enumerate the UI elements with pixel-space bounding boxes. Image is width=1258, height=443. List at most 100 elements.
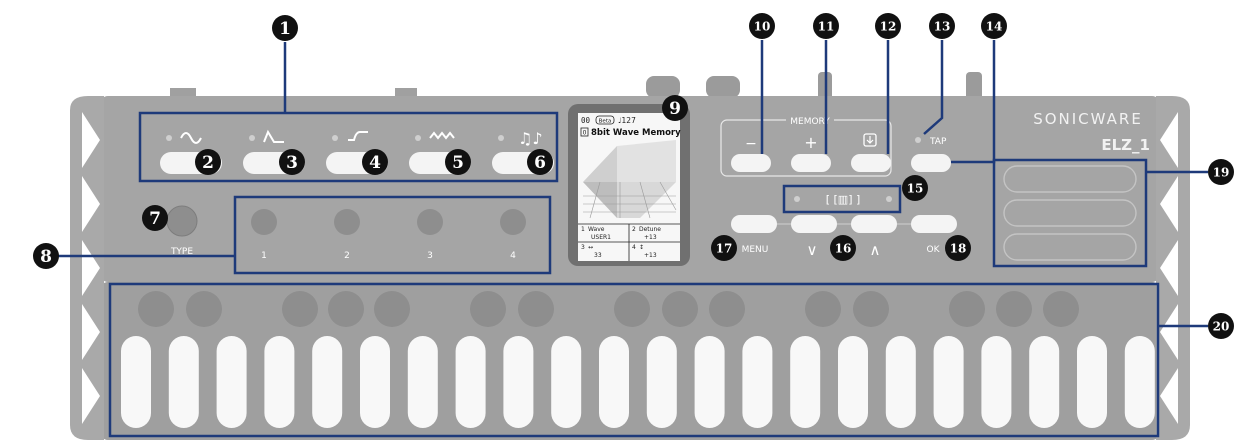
white-key-15[interactable] bbox=[790, 336, 821, 428]
round-key-1[interactable] bbox=[138, 291, 174, 327]
param-name-1: Wave bbox=[588, 226, 605, 233]
screen-title: 8bit Wave Memory bbox=[591, 128, 681, 138]
white-key-9[interactable] bbox=[503, 336, 534, 428]
callout-label: 14 bbox=[986, 20, 1003, 34]
callout-label: 20 bbox=[1213, 320, 1230, 334]
callout-7: 7 bbox=[142, 205, 168, 231]
white-key-2[interactable] bbox=[168, 336, 199, 428]
memory-minus-button[interactable] bbox=[731, 154, 771, 172]
minus-icon: − bbox=[745, 136, 757, 152]
callout-6: 6 bbox=[527, 149, 553, 175]
callout-label: 10 bbox=[754, 20, 771, 34]
callout-label: 18 bbox=[950, 242, 967, 256]
brand-logo: SONICWARE bbox=[1033, 110, 1143, 128]
white-key-12[interactable] bbox=[646, 336, 677, 428]
round-key-10[interactable] bbox=[709, 291, 745, 327]
param-knob-2[interactable] bbox=[334, 209, 360, 235]
white-key-6[interactable] bbox=[360, 336, 390, 428]
white-key-17[interactable] bbox=[885, 336, 916, 428]
down-button[interactable] bbox=[791, 215, 837, 233]
title-num-box bbox=[580, 127, 589, 137]
tap-button[interactable] bbox=[911, 154, 951, 172]
jack-bump bbox=[170, 88, 196, 98]
up-chevron-icon: ∧ bbox=[870, 241, 881, 259]
highlight-box bbox=[233, 195, 552, 275]
callout-14: 14 bbox=[981, 13, 1007, 39]
param-grid: 1 Wave USER1 2 Detune +13 3 ↔ 33 4 ↕ +13 bbox=[578, 223, 680, 261]
white-key-13[interactable] bbox=[694, 336, 725, 428]
round-key-12[interactable] bbox=[853, 291, 889, 327]
highlight-box bbox=[138, 111, 559, 183]
white-key-19[interactable] bbox=[981, 336, 1012, 428]
round-key-2[interactable] bbox=[186, 291, 222, 327]
callout-10: 10 bbox=[749, 13, 775, 39]
param-knob-3[interactable] bbox=[417, 209, 443, 235]
round-key-8[interactable] bbox=[614, 291, 650, 327]
nav-led-left bbox=[794, 196, 800, 202]
nav-display-icon: [ [▥] ] bbox=[826, 193, 861, 206]
filter-icon bbox=[348, 131, 368, 141]
white-key-4[interactable] bbox=[264, 336, 295, 428]
white-key-18[interactable] bbox=[933, 336, 964, 428]
callout-label: 17 bbox=[716, 242, 733, 256]
param-value-3: 33 bbox=[594, 252, 602, 259]
param-knob-1[interactable] bbox=[251, 209, 277, 235]
white-key-22[interactable] bbox=[1124, 336, 1155, 428]
callout-label: 9 bbox=[669, 99, 681, 119]
white-key-5[interactable] bbox=[312, 336, 343, 428]
round-key-9[interactable] bbox=[662, 291, 698, 327]
white-key-3[interactable] bbox=[216, 336, 247, 428]
white-key-10[interactable] bbox=[551, 336, 582, 428]
menu-button[interactable] bbox=[731, 215, 777, 233]
memory-plus-button[interactable] bbox=[791, 154, 831, 172]
memory-section: MEMORY − + bbox=[720, 114, 892, 177]
round-key-7[interactable] bbox=[518, 291, 554, 327]
white-key-14[interactable] bbox=[742, 336, 773, 428]
callout-4: 4 bbox=[362, 149, 388, 175]
parameter-knobs: 1 2 3 4 bbox=[233, 195, 552, 275]
callout-label: 16 bbox=[835, 242, 852, 256]
round-key-6[interactable] bbox=[470, 291, 506, 327]
white-key-20[interactable] bbox=[1029, 336, 1060, 428]
white-key-1[interactable] bbox=[121, 336, 151, 428]
round-key-14[interactable] bbox=[996, 291, 1032, 327]
tap-led bbox=[915, 137, 921, 143]
param-name-4: ↕ bbox=[639, 244, 644, 251]
modulation-icon bbox=[429, 131, 455, 140]
callout-2: 2 bbox=[195, 149, 221, 175]
round-key-11[interactable] bbox=[805, 291, 841, 327]
up-button[interactable] bbox=[851, 215, 897, 233]
param-num-3: 3 bbox=[581, 244, 585, 251]
black-keys bbox=[138, 291, 1079, 327]
white-key-8[interactable] bbox=[455, 336, 486, 428]
memory-save-button[interactable] bbox=[851, 154, 891, 172]
callout-1: 1 bbox=[272, 15, 298, 41]
callout-5: 5 bbox=[445, 149, 471, 175]
tap-section: TAP bbox=[911, 137, 951, 172]
callout-19: 19 bbox=[1208, 159, 1234, 185]
param-name-2: Detune bbox=[639, 226, 661, 233]
status-mode: Beta bbox=[599, 119, 612, 125]
jack-socket bbox=[646, 76, 680, 98]
cage-cutouts bbox=[1160, 112, 1178, 424]
white-key-21[interactable] bbox=[1077, 336, 1107, 428]
white-key-7[interactable] bbox=[407, 336, 438, 428]
round-key-3[interactable] bbox=[282, 291, 318, 327]
down-chevron-icon: ∨ bbox=[807, 241, 818, 259]
param-knob-4[interactable] bbox=[500, 209, 526, 235]
led-indicator bbox=[249, 135, 255, 141]
nav-led-right bbox=[886, 196, 892, 202]
ok-button[interactable] bbox=[911, 215, 957, 233]
type-knob[interactable] bbox=[166, 205, 198, 237]
callout-label: 1 bbox=[279, 19, 291, 39]
round-key-4[interactable] bbox=[328, 291, 364, 327]
speaker-slot bbox=[1003, 199, 1137, 227]
white-key-16[interactable] bbox=[838, 336, 868, 428]
round-key-15[interactable] bbox=[1043, 291, 1079, 327]
round-key-13[interactable] bbox=[949, 291, 985, 327]
led-indicator bbox=[498, 135, 504, 141]
param-value-4: +13 bbox=[644, 252, 657, 259]
white-key-11[interactable] bbox=[599, 336, 629, 428]
round-key-5[interactable] bbox=[374, 291, 410, 327]
